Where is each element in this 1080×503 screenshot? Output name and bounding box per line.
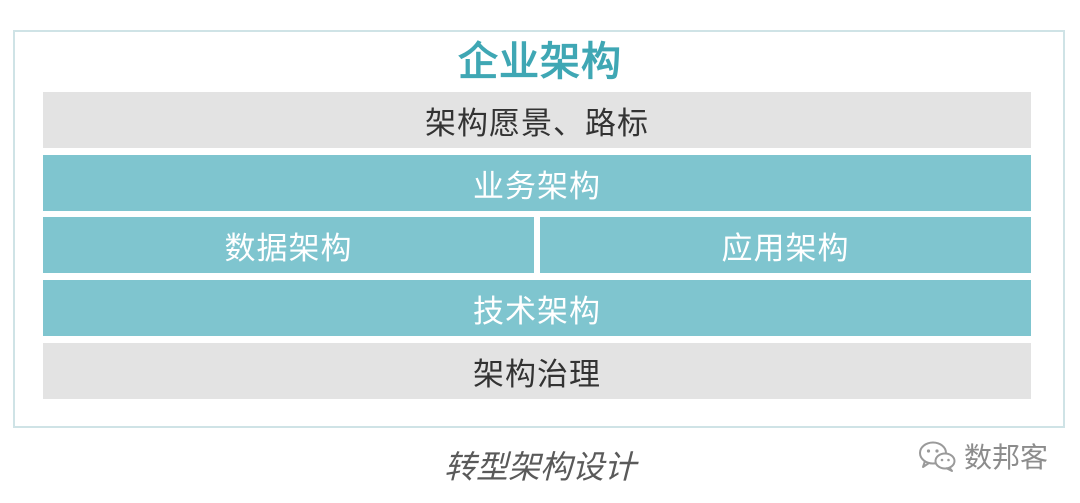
layer-vision-roadmap: 架构愿景、路标 [43, 92, 1031, 148]
layer-application-label: 应用架构 [721, 230, 850, 267]
watermark-text: 数邦客 [963, 441, 1048, 474]
layer-data-architecture: 数据架构 [43, 217, 534, 273]
layer-business-label: 业务架构 [473, 168, 601, 205]
layer-governance-label: 架构治理 [473, 356, 601, 393]
layer-technology-label: 技术架构 [473, 293, 601, 330]
layer-data-label: 数据架构 [224, 230, 353, 267]
diagram-title: 企业架构 [458, 39, 622, 85]
layer-technology-architecture: 技术架构 [43, 280, 1031, 336]
layer-business-architecture: 业务架构 [43, 155, 1031, 211]
layer-vision-label: 架构愿景、路标 [425, 105, 649, 142]
layer-application-architecture: 应用架构 [540, 217, 1031, 273]
diagram-caption: 转型架构设计 [443, 448, 636, 486]
layer-architecture-governance: 架构治理 [43, 343, 1031, 399]
wechat-icon [918, 441, 956, 472]
watermark: 数邦客 [918, 436, 1048, 476]
